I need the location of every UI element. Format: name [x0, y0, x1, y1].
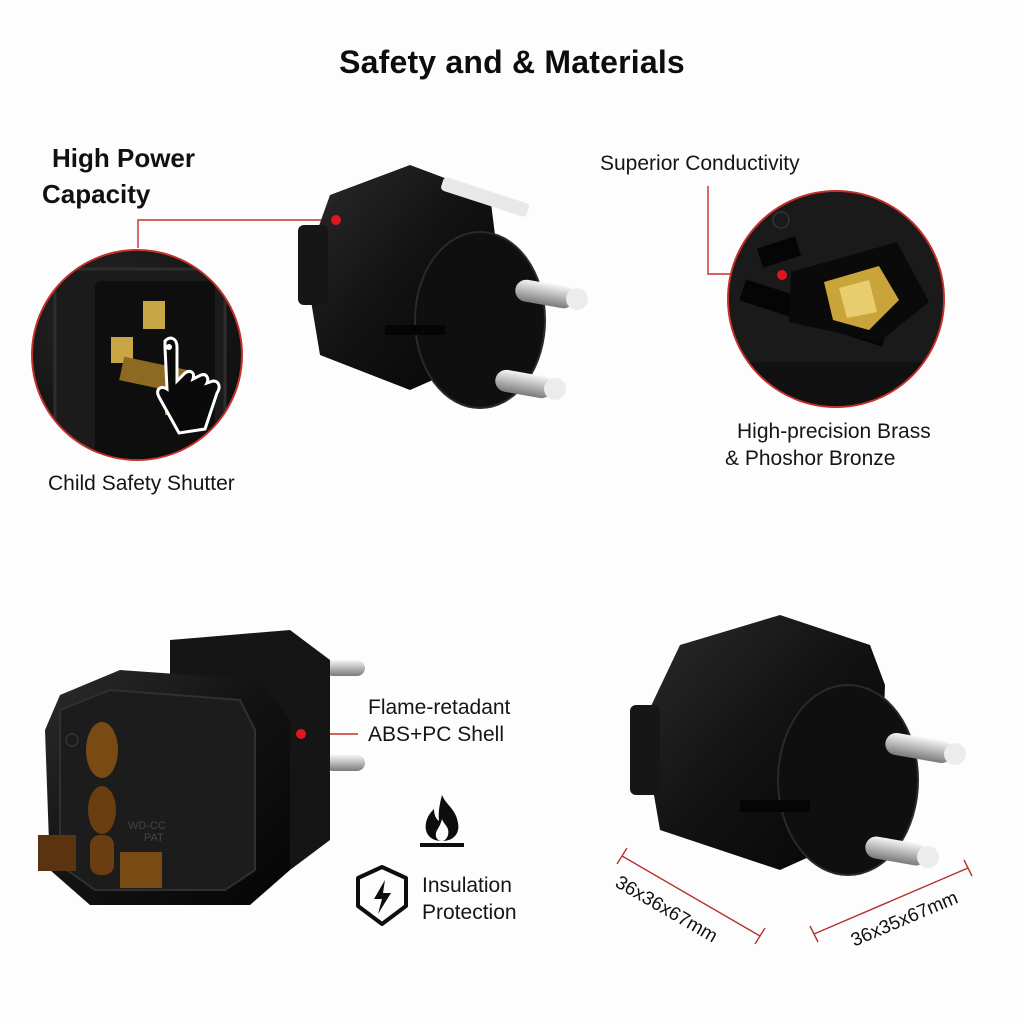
flame-icon: [420, 795, 464, 847]
feature-insulation-line1: Insulation: [422, 874, 512, 897]
shield-lightning-icon: [356, 865, 408, 926]
callout-dot-shell: [296, 729, 306, 739]
plug-bottom-left: WD-CC PAT: [30, 620, 380, 910]
feature-shell-line2: ABS+PC Shell: [368, 723, 504, 746]
page-title: Safety and & Materials: [339, 44, 685, 80]
feature-shell-line1: Flame-retadant: [368, 696, 511, 719]
plug-top-center: [290, 155, 590, 425]
feature-high-power-line2: Capacity: [42, 179, 151, 209]
feature-high-power-line1: High Power: [52, 143, 196, 173]
feature-shell: Flame-retadant ABS+PC Shell: [368, 694, 510, 748]
feature-child-safety: Child Safety Shutter: [48, 472, 235, 495]
callout-dot-conductivity: [777, 270, 787, 280]
socket-marking-1: WD-CC: [128, 820, 166, 832]
socket-marking-2: PAT: [144, 832, 164, 844]
plug-illustration-socket: [38, 630, 365, 905]
plug-illustration-top: [298, 165, 588, 409]
feature-materials-line1: High-precision Brass: [737, 420, 931, 443]
conductivity-inset: [727, 190, 945, 408]
callout-dot-high-power: [331, 215, 341, 225]
feature-high-power: High Power Capacity: [42, 140, 196, 212]
feature-materials: High-precision Brass & Phoshor Bronze: [725, 418, 931, 472]
feature-insulation-line2: Protection: [422, 901, 517, 924]
child-safety-inset: [31, 249, 243, 461]
feature-insulation: Insulation Protection: [422, 872, 517, 926]
plug-illustration-dimensions: [630, 615, 966, 876]
feature-conductivity: Superior Conductivity: [600, 152, 800, 175]
pointing-hand-icon: [156, 336, 221, 435]
feature-materials-line2: & Phoshor Bronze: [725, 447, 896, 470]
plug-bottom-right: [630, 605, 970, 895]
socket-markings: WD-CC PAT: [128, 820, 166, 844]
brass-contact-illustration: [729, 192, 943, 406]
